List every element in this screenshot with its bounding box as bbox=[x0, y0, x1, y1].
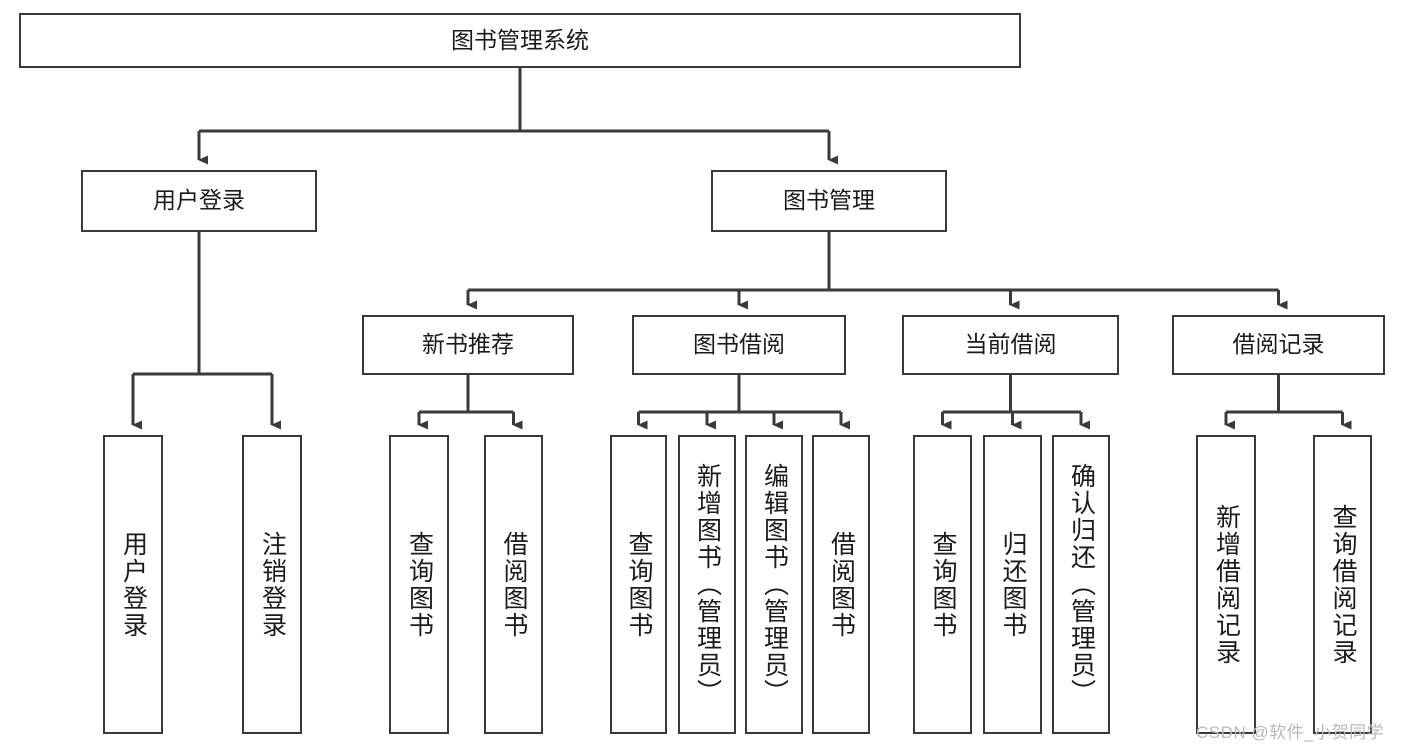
node-label: 借阅记录 bbox=[1232, 331, 1325, 358]
node-leaf-logout[interactable]: 注销登录 bbox=[242, 435, 302, 734]
node-label: 注销登录 bbox=[258, 530, 287, 639]
node-leaf-add-record[interactable]: 新增借阅记录 bbox=[1196, 435, 1256, 734]
node-book-manage[interactable]: 图书管理 bbox=[711, 170, 947, 232]
node-label: 借阅图书 bbox=[827, 530, 856, 639]
node-leaf-add-book[interactable]: 新增图书（管理员） bbox=[678, 435, 736, 734]
node-leaf-query-book-2[interactable]: 查询图书 bbox=[610, 435, 667, 734]
node-label: 用户登录 bbox=[153, 187, 245, 214]
node-root[interactable]: 图书管理系统 bbox=[19, 13, 1021, 68]
node-user-login[interactable]: 用户登录 bbox=[81, 170, 317, 232]
node-label: 图书管理 bbox=[783, 187, 875, 214]
node-leaf-return-book[interactable]: 归还图书 bbox=[983, 435, 1042, 734]
node-label: 确认归还（管理员） bbox=[1067, 463, 1096, 706]
node-leaf-edit-book[interactable]: 编辑图书（管理员） bbox=[745, 435, 803, 734]
node-leaf-borrow-book-2[interactable]: 借阅图书 bbox=[812, 435, 870, 734]
node-label: 新增图书（管理员） bbox=[693, 463, 722, 706]
node-label: 查询图书 bbox=[405, 530, 434, 639]
node-label: 查询借阅记录 bbox=[1329, 503, 1357, 666]
node-label: 查询图书 bbox=[929, 530, 957, 639]
node-leaf-user-login[interactable]: 用户登录 bbox=[103, 435, 163, 734]
node-label: 查询图书 bbox=[625, 530, 653, 639]
node-label: 新书推荐 bbox=[422, 331, 514, 358]
node-new-book-rec[interactable]: 新书推荐 bbox=[362, 315, 574, 375]
node-leaf-query-record[interactable]: 查询借阅记录 bbox=[1313, 435, 1372, 734]
node-current-borrow[interactable]: 当前借阅 bbox=[902, 315, 1119, 375]
node-label: 归还图书 bbox=[999, 530, 1027, 639]
node-label: 用户登录 bbox=[119, 530, 148, 639]
node-leaf-borrow-book-1[interactable]: 借阅图书 bbox=[484, 435, 543, 734]
node-borrow-record[interactable]: 借阅记录 bbox=[1172, 315, 1385, 375]
node-label: 借阅图书 bbox=[500, 530, 528, 639]
node-leaf-confirm-return[interactable]: 确认归还（管理员） bbox=[1052, 435, 1110, 734]
node-book-borrow[interactable]: 图书借阅 bbox=[632, 315, 846, 375]
node-leaf-query-book-1[interactable]: 查询图书 bbox=[389, 435, 449, 734]
node-label: 图书管理系统 bbox=[451, 26, 589, 53]
node-label: 图书借阅 bbox=[693, 331, 785, 358]
node-label: 新增借阅记录 bbox=[1212, 503, 1241, 666]
node-label: 当前借阅 bbox=[964, 331, 1057, 358]
node-label: 编辑图书（管理员） bbox=[760, 463, 789, 706]
node-leaf-query-book-3[interactable]: 查询图书 bbox=[913, 435, 972, 734]
